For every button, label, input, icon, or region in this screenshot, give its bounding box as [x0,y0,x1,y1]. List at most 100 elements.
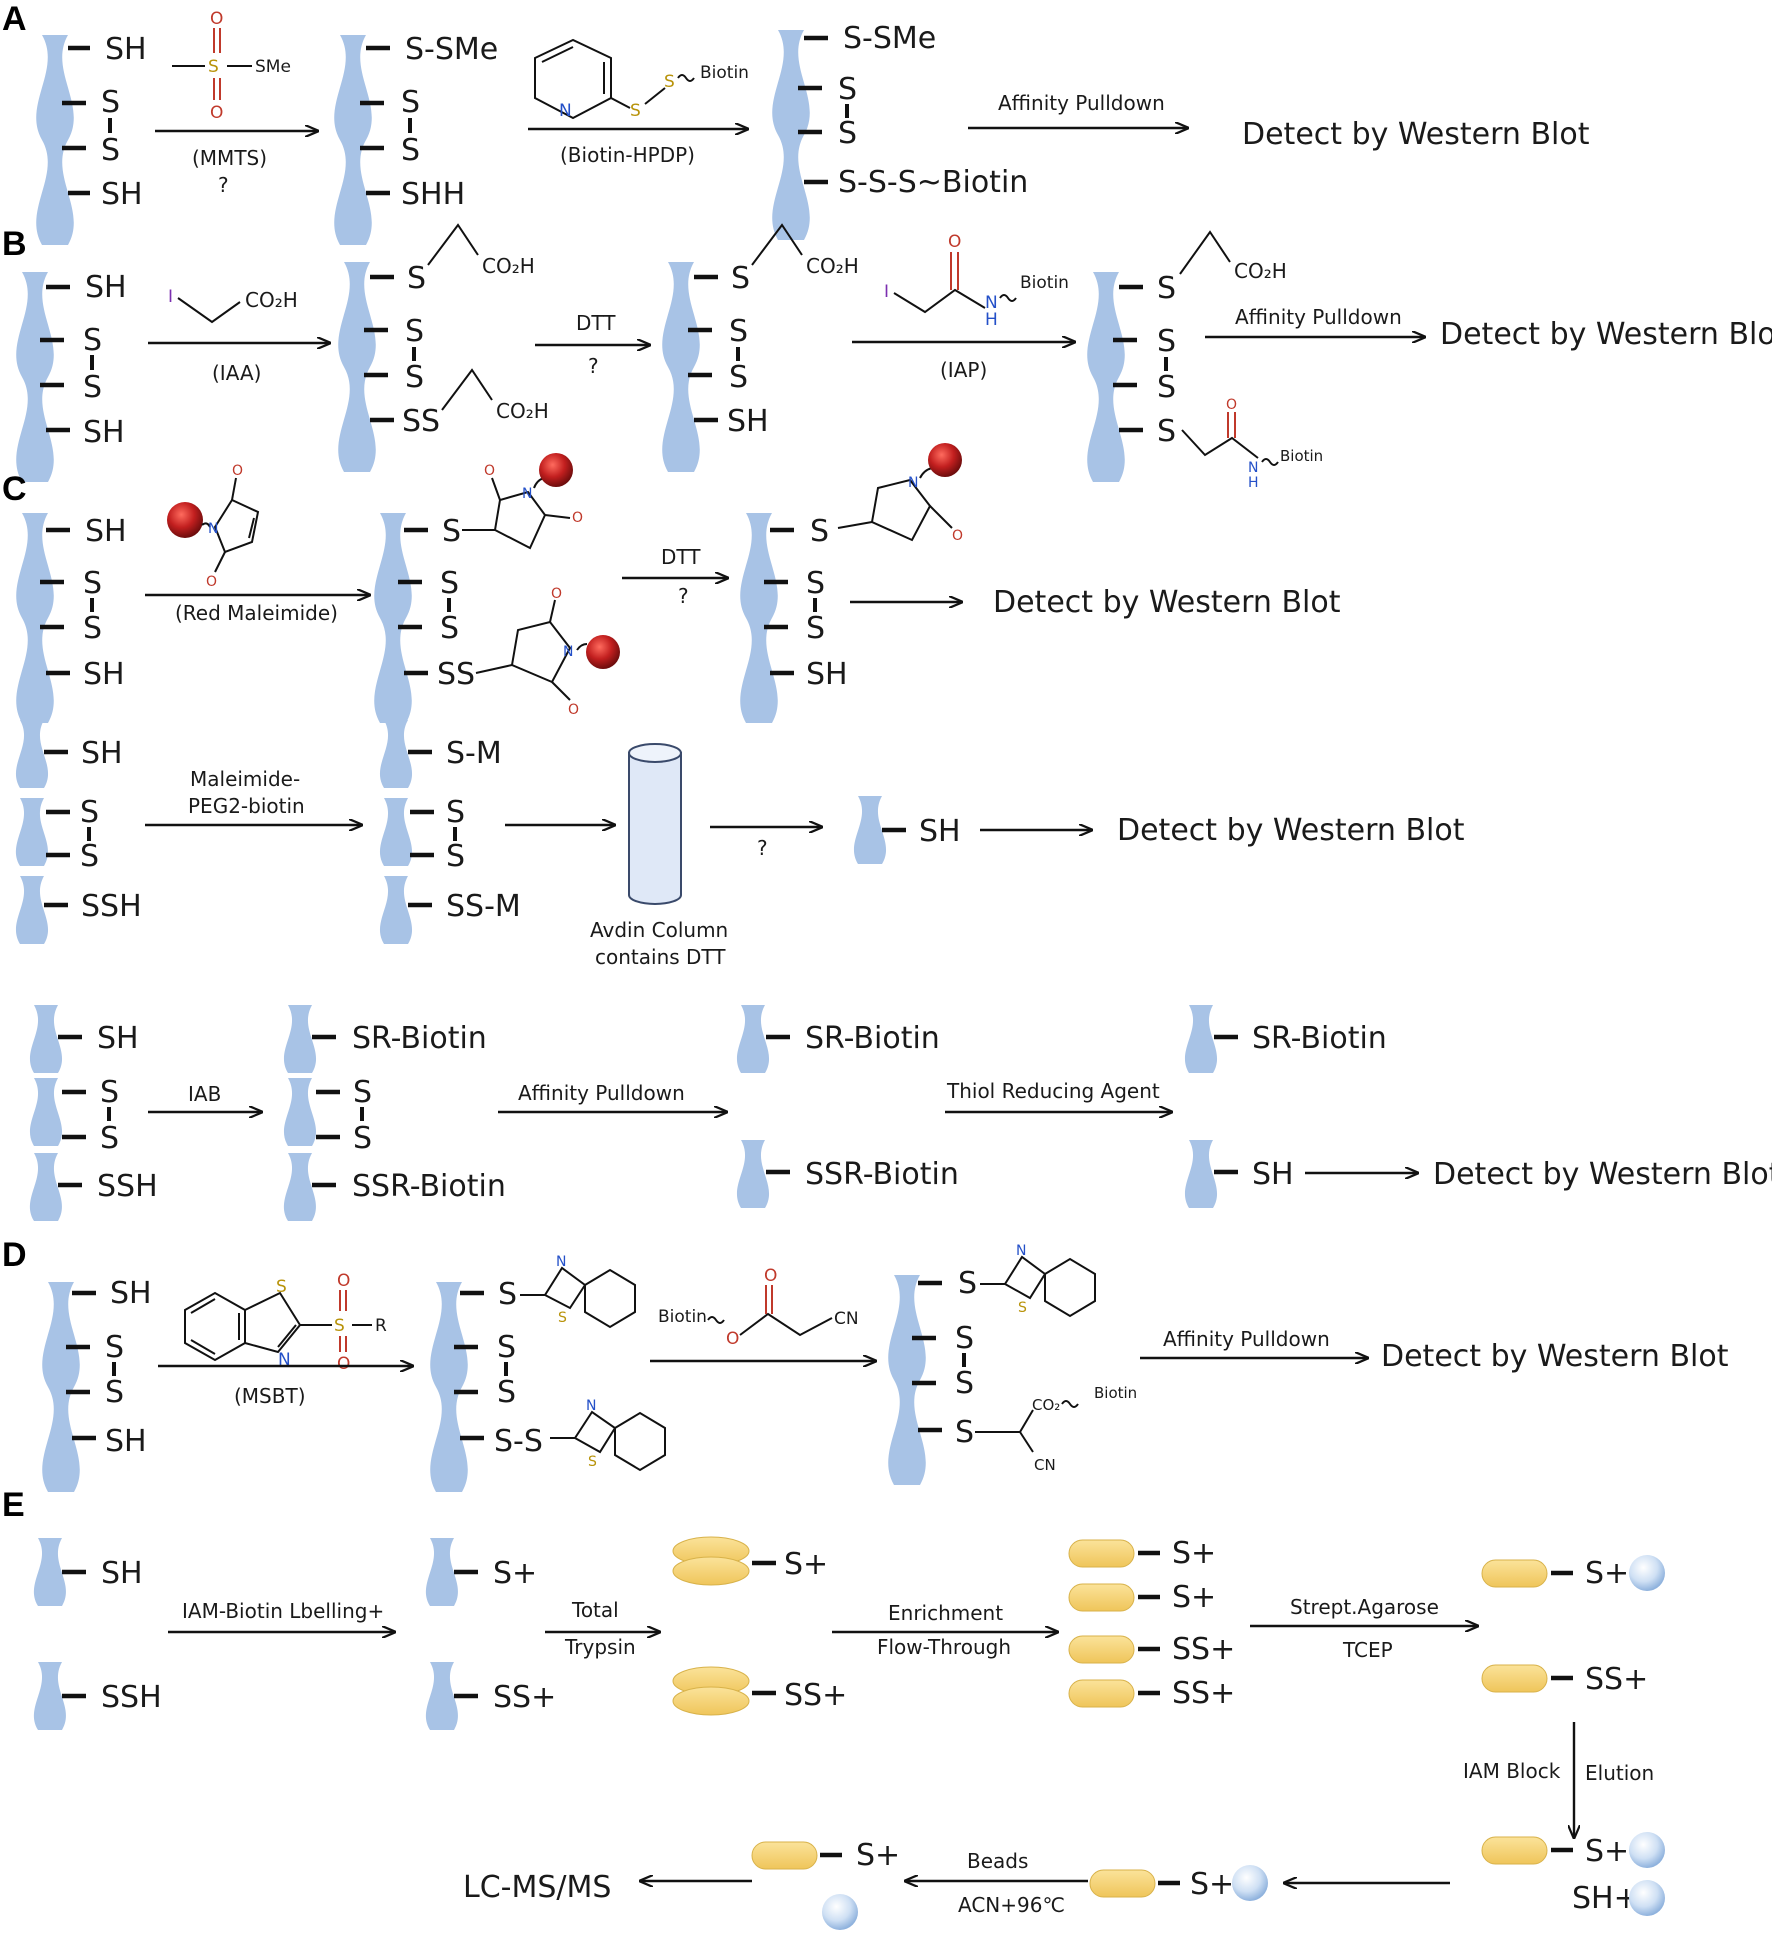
c2-n: N [908,475,918,491]
a0-sh-top: SH [105,32,147,67]
protein-e1: S+ SS+ [425,1538,556,1730]
iap-iodo: I [884,282,889,302]
protein-c4: S-M S S SS-M [379,720,521,944]
e-elution: Elution [1585,1761,1654,1785]
c5-question: ? [757,836,768,860]
msbt-r: R [375,1316,387,1336]
e-enrich: Enrichment [888,1601,1003,1625]
iap-n: N [985,293,998,313]
e-lcms: LC-MS/MS [463,1870,611,1905]
biotin-hpdp-structure: N S S Biotin [534,38,749,121]
c6-s-a: S [100,1075,119,1110]
a-question-1: ? [218,173,229,197]
e-flow: Flow-Through [877,1635,1011,1659]
c3-reagent-l1: Maleimide- [190,767,300,791]
c-detect: Detect by Western Blot [993,585,1341,620]
c7-top: SR-Biotin [352,1021,487,1056]
hpdp-s1: S [630,101,641,121]
e-iam-block: IAM Block [1463,1759,1561,1783]
a-reagent-mmts: (MMTS) [192,146,267,170]
red-bead [586,635,620,669]
e-strept: Strept.Agarose [1290,1595,1439,1619]
c1-bot: SS [437,657,475,692]
hpdp-n: N [559,101,572,121]
c5-sh: SH [919,814,961,849]
d2-s-b: S [955,1366,974,1401]
mmts-structure: S O O SMe [172,9,291,123]
c4-s-b: S [446,839,465,874]
b3-co2h: CO₂H [1234,259,1287,283]
peptides-eluted: S+ SH+ [1481,1832,1665,1916]
column-label-l1: Avdin Column [590,918,728,942]
e-acn: ACN+96℃ [958,1893,1065,1917]
d2-biotin: Biotin [1094,1384,1137,1402]
iap-biotin: Biotin [1020,273,1069,293]
a1-s-a: S [401,85,420,120]
c-reagent-red-maleimide: (Red Maleimide) [175,601,338,625]
panel-label-d: D [2,1236,27,1274]
d-detect: Detect by Western Blot [1381,1339,1729,1374]
d2-top: S [958,1266,977,1301]
b-reagent-iaa: (IAA) [212,361,261,385]
c6-ssh: SSH [97,1169,158,1204]
c3-s-a: S [80,795,99,830]
d1-s-ring: S [558,1310,567,1326]
c4-bot: SS-M [446,889,521,924]
protein-d2: S S S S N S CO₂ Biotin CN [888,1243,1137,1485]
d2-n: N [1016,1243,1026,1259]
e-trypsin: Trypsin [564,1635,636,1659]
b-detect: Detect by Western Blot [1440,317,1772,352]
d2-s-ring: S [1018,1300,1027,1316]
e6: S+ [1190,1867,1234,1902]
bca-o2: O [764,1266,777,1286]
mmts-s: S [208,57,219,77]
a0-s-a: S [101,85,120,120]
biotin-cyanoacetate: Biotin O O CN [658,1266,859,1349]
iap-o: O [948,232,961,252]
red-maleimide-structure: N O O [167,463,260,590]
c4-s-a: S [446,795,465,830]
d0-s-b: S [105,1375,124,1410]
c2-top: S [810,514,829,549]
iaa-co2h: CO₂H [245,288,298,312]
e0-ssh: SSH [101,1680,162,1715]
c7-pulldown: Affinity Pulldown [518,1081,685,1105]
agarose-bead [1629,1880,1665,1916]
e2-top: S+ [784,1547,828,1582]
c1-o3: O [551,586,562,602]
hpdp-s2: S [664,72,675,92]
a-detect: Detect by Western Blot [1242,117,1590,152]
a1-s-b: S [401,133,420,168]
b1-top: S [407,261,426,296]
c1-s-b: S [440,611,459,646]
c0-sh-bot: SH [83,657,125,692]
e0-sh: SH [101,1556,143,1591]
e5-bot: SH+ [1572,1881,1639,1916]
b0-s-a: S [83,323,102,358]
b2-top: S [731,261,750,296]
a0-sh-bot: SH [101,177,143,212]
c7-bot: SSR-Biotin [352,1169,506,1204]
d0-s-a: S [105,1330,124,1365]
protein-d1: S S S S-S N S N S [430,1254,666,1492]
e2-bot: SS+ [784,1678,847,1713]
c6-sh: SH [97,1021,139,1056]
b3-n: N [1248,460,1258,476]
d1-s-ring2: S [588,1454,597,1470]
protein-c7: SR-Biotin S S SSR-Biotin [283,1005,506,1221]
b1-co2h-bot: CO₂H [496,399,549,423]
d2-bot: S [955,1415,974,1450]
a2-bot: S-S-S~Biotin [838,165,1028,200]
panel-label-a: A [2,0,27,38]
b2-co2h: CO₂H [806,254,859,278]
b2-s-b: S [729,360,748,395]
rm-o1: O [232,463,243,479]
rm-n: N [208,521,218,537]
c1-s-a: S [440,566,459,601]
e-total: Total [571,1598,619,1622]
d1-top: S [498,1277,517,1312]
c7-s-b: S [353,1121,372,1156]
protein-c2: S S S SH O N [740,443,963,723]
iap-h: H [985,310,998,330]
protein-c0: SH S S SH [16,513,127,723]
